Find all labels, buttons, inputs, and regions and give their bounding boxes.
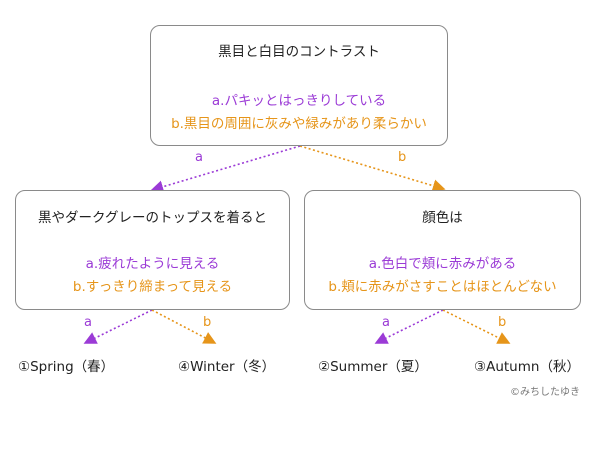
edge-root-b <box>299 145 446 192</box>
right-option-a: a.色白で頬に赤みがある <box>368 256 517 272</box>
right-question-box: 顔色は a.色白で頬に赤みがある b.頬に赤みがさすことはほとんどない <box>304 190 581 310</box>
edge-right-a <box>374 309 444 344</box>
left-question-box: 黒やダークグレーのトップスを着ると a.疲れたように見える b.すっきり締まって… <box>15 190 290 310</box>
result-spring: ①Spring（春） <box>18 359 115 375</box>
root-question-box: 黒目と白目のコントラスト a.パキッとはっきりしている b.黒目の周囲に灰みや緑… <box>150 25 448 146</box>
left-option-a: a.疲れたように見える <box>85 256 220 272</box>
edge-label-right-b: b <box>498 315 507 330</box>
result-summer: ②Summer（夏） <box>318 359 428 375</box>
edge-right-b <box>442 309 511 344</box>
edge-label-root-b: b <box>398 150 407 165</box>
edge-root-a <box>150 145 301 193</box>
result-autumn: ③Autumn（秋） <box>474 359 580 375</box>
edge-label-root-a: a <box>195 150 203 165</box>
root-option-a: a.パキッとはっきりしている <box>211 93 387 109</box>
root-question: 黒目と白目のコントラスト <box>218 44 380 60</box>
right-option-b: b.頬に赤みがさすことはほとんどない <box>328 279 557 295</box>
result-winter: ④Winter（冬） <box>178 359 276 375</box>
credit-text: ©みちしたゆき <box>510 387 580 398</box>
edge-label-left-a: a <box>84 315 92 330</box>
left-question: 黒やダークグレーのトップスを着ると <box>38 210 267 226</box>
edge-label-left-b: b <box>203 315 212 330</box>
edge-label-right-a: a <box>382 315 390 330</box>
edge-left-a <box>83 309 153 344</box>
root-option-b: b.黒目の周囲に灰みや緑みがあり柔らかい <box>171 116 427 132</box>
left-option-b: b.すっきり締まって見える <box>72 279 233 295</box>
right-question: 顔色は <box>422 210 463 226</box>
edge-left-b <box>151 309 217 344</box>
